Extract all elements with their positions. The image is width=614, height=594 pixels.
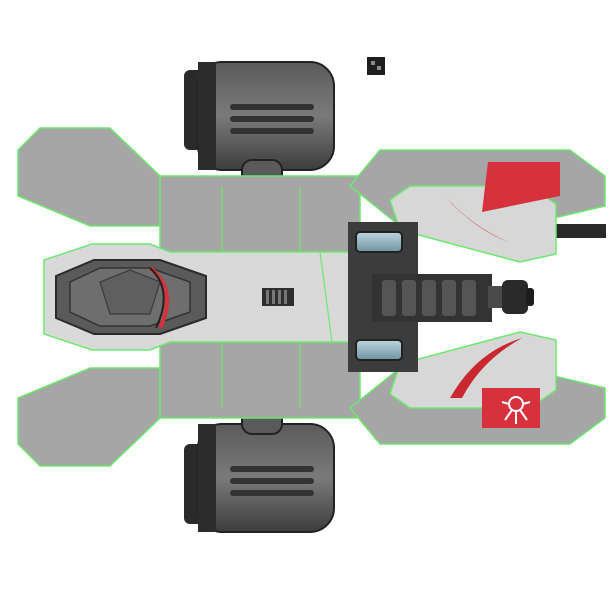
wing-top-left	[17, 127, 361, 253]
insignia-icon	[501, 396, 531, 424]
wing-top-right	[348, 149, 606, 263]
rear-thruster-icon	[488, 280, 534, 314]
wing-bottom-left	[17, 341, 361, 467]
cockpit-icon	[55, 259, 207, 335]
vent-icon	[262, 288, 294, 306]
engine-bay	[348, 222, 492, 372]
wing-bottom-right	[348, 331, 606, 445]
small-emblem-icon	[367, 57, 385, 75]
top-engine-thruster-icon	[184, 61, 335, 226]
